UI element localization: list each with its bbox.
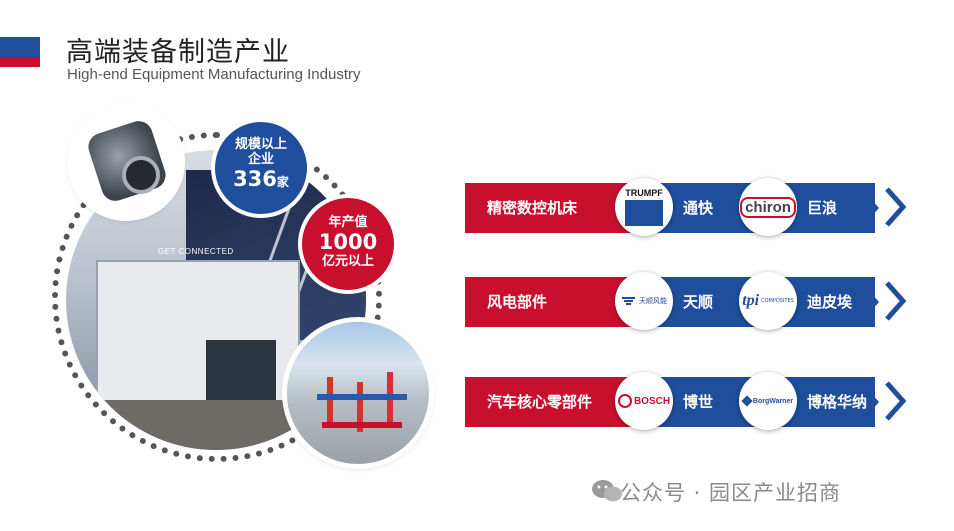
chevron-arrow-icon [857, 183, 879, 233]
header-flag-mark [0, 37, 40, 67]
industry-row-auto: 汽车核心零部件 BOSCH 博世 BorgWarner 博格华纳 [465, 372, 907, 430]
bosch-logo: BOSCH [615, 372, 673, 430]
stat-output-label: 年产值 [328, 215, 368, 230]
industry-row-wind: 风电部件 天顺风能 天顺 tpi COMPOSITES 迪皮埃 [465, 272, 907, 330]
tpi-logo: tpi COMPOSITES [739, 272, 797, 330]
watermark-text: 公众号 · 园区产业招商 [620, 481, 842, 505]
trumpf-logo: TRUMPF [615, 178, 673, 236]
stat-output: 年产值 1000 亿元以上 [302, 198, 394, 290]
industry-row-cnc: 精密数控机床 TRUMPF 通快 chiron 巨浪 [465, 178, 907, 236]
company-label: 博世 [683, 393, 714, 411]
category-label: 精密数控机床 [487, 199, 578, 217]
tianshun-logo: 天顺风能 [615, 272, 673, 330]
company-label: 通快 [683, 199, 714, 217]
category-label: 风电部件 [487, 293, 548, 311]
company-label: 博格华纳 [807, 393, 868, 411]
company-label: 迪皮埃 [807, 293, 853, 311]
stat-enterprises: 规模以上 企业 336家 [215, 122, 307, 214]
chevron-right-icon [885, 381, 907, 421]
borgwarner-logo: BorgWarner [739, 372, 797, 430]
port-crane-photo [287, 322, 429, 464]
page-subtitle: High-end Equipment Manufacturing Industr… [67, 66, 361, 83]
stat-output-value: 1000 [318, 230, 378, 254]
category-label: 汽车核心零部件 [487, 393, 593, 411]
dotted-ring [52, 132, 382, 462]
wind-mark-icon [622, 297, 635, 305]
company-label: 巨浪 [807, 199, 838, 217]
chevron-arrow-icon [857, 277, 879, 327]
stat-output-unit: 亿元以上 [321, 254, 374, 269]
stat-enterprises-unit: 家 [276, 175, 289, 189]
stat-enterprises-label2: 企业 [247, 152, 274, 167]
engine-part-photo [72, 108, 180, 216]
chevron-right-icon [885, 281, 907, 321]
stat-enterprises-value: 336 [233, 167, 277, 191]
wechat-icon [592, 480, 622, 502]
chiron-logo: chiron [739, 178, 797, 236]
stat-enterprises-label1: 规模以上 [234, 137, 287, 152]
chevron-right-icon [885, 187, 907, 227]
factory-banner-text: GET CONNECTED [158, 247, 234, 256]
chevron-arrow-icon [857, 377, 879, 427]
page-title: 高端装备制造产业 [66, 37, 290, 68]
company-label: 天顺 [683, 293, 714, 311]
